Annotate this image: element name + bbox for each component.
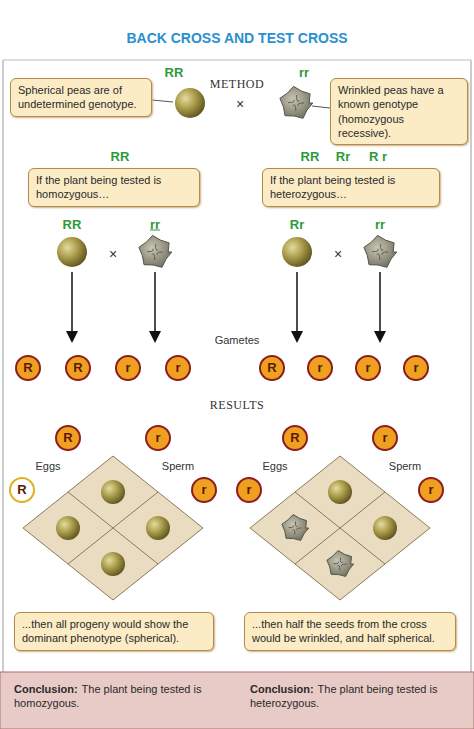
genotype-label: RR <box>63 217 82 232</box>
node-text: R <box>63 430 72 445</box>
cross-symbol: × <box>109 246 117 262</box>
gamete-circle: R <box>15 355 41 381</box>
genotype-label: rr <box>299 65 309 80</box>
genotype-label: Rr <box>336 149 350 164</box>
gamete-circle: R <box>282 425 308 451</box>
node-text: If the plant being tested is homozygous… <box>36 174 161 200</box>
axis-label: Eggs <box>35 460 60 472</box>
node-text: r <box>125 360 130 375</box>
gamete-circle: r <box>236 477 262 503</box>
node-text: R <box>290 430 299 445</box>
gamete-circle: R <box>65 355 91 381</box>
node-text: r <box>365 360 370 375</box>
node-text: Conclusion: <box>250 683 314 695</box>
genotype-label: rr <box>150 217 160 232</box>
node-text: r <box>382 430 387 445</box>
axis-label: Sperm <box>389 460 421 472</box>
gamete-circle: r <box>403 355 429 381</box>
node-text: Wrinkled peas have a known genotype (hom… <box>338 84 444 139</box>
arrow <box>154 272 156 340</box>
gamete-circle: r <box>372 425 398 451</box>
smooth-pea <box>57 237 87 267</box>
node-text: If the plant being tested is heterozygou… <box>270 174 395 200</box>
node-text: r <box>201 482 206 497</box>
cross-symbol: × <box>334 246 342 262</box>
gamete-circle: R <box>9 477 35 503</box>
wrinkled-pea <box>364 235 397 267</box>
conclusion-text: Conclusion:The plant being tested is het… <box>250 682 460 711</box>
result-box: ...then all progeny would show the domin… <box>14 612 214 651</box>
section-heading: METHOD <box>210 77 264 92</box>
node-text: R <box>73 360 82 375</box>
node-text: Conclusion: <box>14 683 78 695</box>
cross-symbol: × <box>236 96 244 112</box>
node-text: r <box>246 482 251 497</box>
node-text: r <box>428 482 433 497</box>
node-text: Spherical peas are of undetermined genot… <box>18 84 137 110</box>
smooth-pea <box>282 237 312 267</box>
wrinkled-pea <box>280 86 313 118</box>
gamete-circle: r <box>307 355 333 381</box>
result-box: ...then half the seeds from the cross wo… <box>244 612 456 651</box>
smooth-pea <box>175 88 205 118</box>
node-text: ...then half the seeds from the cross wo… <box>252 618 435 644</box>
arrow <box>379 272 381 340</box>
arrow <box>296 272 298 340</box>
gamete-circle: r <box>115 355 141 381</box>
gamete-circle: r <box>418 477 444 503</box>
node-text: r <box>175 360 180 375</box>
node-text: ...then all progeny would show the domin… <box>22 618 188 644</box>
arrow <box>71 272 73 340</box>
gamete-circle: r <box>355 355 381 381</box>
node-text: r <box>155 430 160 445</box>
genotype-label: R r <box>369 149 387 164</box>
genotype-label: RR <box>301 149 320 164</box>
genotype-label: RR <box>165 65 184 80</box>
axis-label: Eggs <box>262 460 287 472</box>
gamete-circle: r <box>191 477 217 503</box>
gamete-circle: R <box>259 355 285 381</box>
punnett-square <box>250 456 430 600</box>
callout-box: Spherical peas are of undetermined genot… <box>10 78 152 117</box>
node-text: R <box>267 360 276 375</box>
gamete-circle: R <box>55 425 81 451</box>
genotype-label: RR <box>111 149 130 164</box>
genotype-label: rr <box>375 217 385 232</box>
axis-label: Sperm <box>162 460 194 472</box>
genotype-label: Rr <box>290 217 304 232</box>
wrinkled-pea <box>139 235 172 267</box>
node-text: r <box>317 360 322 375</box>
node-text: R <box>23 360 32 375</box>
condition-box: If the plant being tested is heterozygou… <box>262 168 440 207</box>
conclusion-text: Conclusion:The plant being tested is hom… <box>14 682 214 711</box>
title: BACK CROSS AND TEST CROSS <box>126 30 347 46</box>
section-heading: RESULTS <box>210 398 264 413</box>
gamete-circle: r <box>145 425 171 451</box>
callout-box: Wrinkled peas have a known genotype (hom… <box>330 78 468 145</box>
condition-box: If the plant being tested is homozygous… <box>28 168 200 207</box>
gamete-circle: r <box>165 355 191 381</box>
node-text: R <box>17 482 26 497</box>
punnett-square <box>23 456 203 600</box>
node-text: r <box>413 360 418 375</box>
section-label: Gametes <box>215 334 260 346</box>
